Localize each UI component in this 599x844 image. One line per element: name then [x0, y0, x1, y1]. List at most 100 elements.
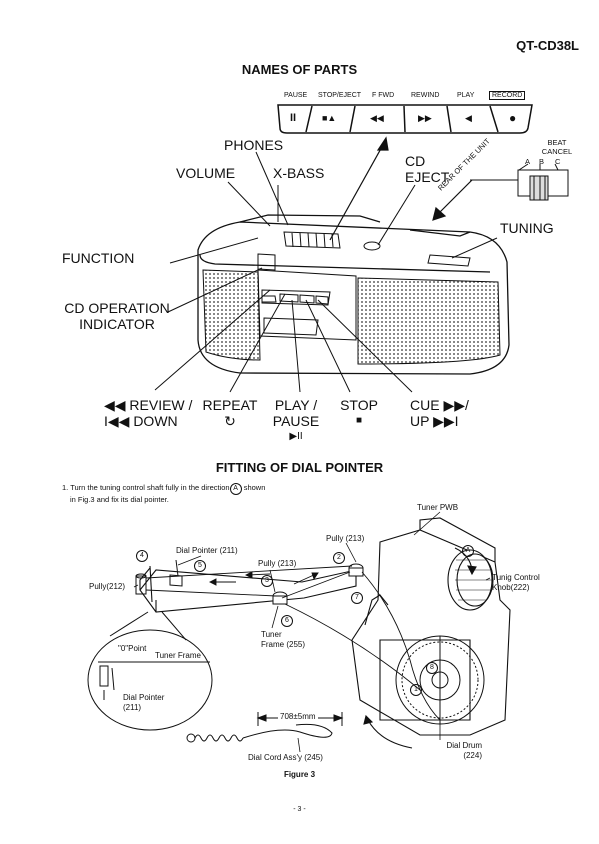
instruction-line1: 1. Turn the tuning control shaft fully i…	[62, 483, 230, 492]
ffwd-label: F FWD	[372, 92, 395, 99]
ffwd-icon: ◀◀	[370, 113, 384, 123]
stop-label: STOP ■	[334, 397, 384, 429]
play-pause-label: PLAY / PAUSE ▶II	[268, 397, 324, 445]
step-7-marker: 7	[351, 592, 363, 604]
rear-of-unit-arrow	[432, 179, 473, 221]
dial-pointer-inset-line1: Dial Pointer	[123, 693, 165, 702]
dial-drum	[395, 635, 485, 725]
cd-op-line2: INDICATOR	[79, 316, 155, 332]
knob-direction-arrow	[363, 547, 477, 749]
model-number: QT-CD38L	[516, 38, 579, 53]
stop-icon: ■	[355, 415, 363, 426]
stop-line1: STOP	[340, 397, 378, 413]
figure-leader-lines	[133, 511, 491, 753]
front-panel	[257, 253, 357, 341]
dial-pointer	[169, 559, 183, 587]
zero-point-inset	[87, 611, 213, 731]
step-1-marker: 1	[410, 684, 422, 696]
play-pause-icon: ▶II	[289, 431, 303, 442]
dial-pointer-211-label: Dial Pointer (211)	[176, 546, 238, 555]
tuning-knob-line2: Knob(222)	[492, 583, 530, 592]
cd-eject-line1: CD	[405, 153, 426, 169]
cd-operation-indicator-label: CD OPERATION INDICATOR	[58, 300, 176, 332]
section-title-names-of-parts: NAMES OF PARTS	[241, 62, 358, 77]
cue-line1: CUE ▶▶/	[410, 397, 469, 413]
instruction-shown: shown	[243, 483, 266, 492]
instruction-line2: in Fig.3 and fix its dial pointer.	[70, 495, 169, 504]
tuner-frame-line1: Tuner	[261, 630, 282, 639]
direction-a-marker: A	[229, 483, 242, 495]
step-8-marker: 8	[426, 662, 438, 674]
rewind-label: REWIND	[411, 92, 440, 99]
page-number: - 3 -	[293, 806, 306, 813]
tuner-frame-line2: Frame (255)	[261, 640, 306, 649]
button-strip	[277, 104, 533, 134]
review-line2: I◀◀ DOWN	[104, 413, 178, 429]
zero-point-label: "0"Point	[118, 644, 147, 653]
beat-c: C	[555, 157, 561, 166]
pully-212	[135, 573, 147, 595]
tuner-frame	[139, 565, 357, 613]
tuning-knob-label: Tunig Control Knob(222)	[492, 573, 540, 593]
play-icon: ◀	[465, 113, 472, 123]
tuning-label: TUNING	[500, 220, 554, 236]
dial-drum-line2: (224)	[463, 751, 482, 760]
cord-arrows	[208, 571, 319, 586]
play-line1: PLAY /	[274, 397, 318, 413]
tuner-frame-255-label: Tuner Frame (255)	[261, 630, 305, 650]
cd-eject-label: CD EJECT	[405, 153, 449, 185]
beat-line1: BEAT	[547, 138, 567, 147]
volume-label: VOLUME	[176, 165, 236, 181]
phones-label: PHONES	[224, 137, 284, 153]
repeat-icon: ↻	[224, 413, 236, 429]
dial-drum-line1: Dial Drum	[446, 741, 482, 750]
step-4-marker: 4	[136, 550, 148, 562]
left-speaker	[202, 269, 261, 361]
pause-label: PAUSE	[284, 92, 308, 99]
tuner-mechanism	[351, 517, 511, 736]
beat-a: A	[525, 157, 531, 166]
step-3-marker: 3	[261, 575, 273, 587]
step-2-marker: 2	[333, 552, 345, 564]
dial-drum-label: Dial Drum (224)	[436, 741, 482, 761]
dial-cord-assy-label: Dial Cord Ass'y (245)	[248, 753, 323, 762]
record-label: RECORD	[489, 91, 526, 100]
review-down-label: ◀◀ REVIEW / I◀◀ DOWN	[104, 397, 192, 429]
xbass-label: X-BASS	[273, 165, 325, 181]
play-line2: PAUSE	[272, 413, 320, 429]
figure-caption: Figure 3	[283, 770, 316, 779]
leader-lines	[154, 151, 498, 393]
tuner-frame-inset-label: Tuner Frame	[155, 651, 201, 660]
pully-213-top-label: Pully (213)	[326, 534, 365, 543]
step-5-marker: 5	[194, 560, 206, 572]
dial-pointer-inset-label: Dial Pointer (211)	[123, 693, 164, 713]
direction-a-figure-marker: A	[462, 545, 474, 557]
tuner-pwb-label: Tuner PWB	[417, 503, 459, 512]
cd-lid	[283, 231, 471, 267]
boombox-body	[197, 214, 510, 375]
beat-cancel-switch	[470, 163, 569, 201]
step-6-marker: 6	[281, 615, 293, 627]
beat-b: B	[539, 157, 545, 166]
stop-eject-label: STOP/EJECT	[318, 92, 362, 99]
section-title-dial-pointer: FITTING OF DIAL POINTER	[215, 460, 384, 475]
pully-212-label: Pully(212)	[89, 582, 126, 591]
repeat-line1: REPEAT	[202, 397, 258, 413]
tuning-knob-line1: Tunig Control	[492, 573, 540, 582]
rewind-icon: ▶▶	[418, 113, 432, 123]
review-line1: ◀◀ REVIEW /	[104, 397, 193, 413]
dial-cord-assembly	[186, 712, 344, 743]
cue-line2: UP ▶▶I	[410, 413, 459, 429]
beat-label: BEAT CANCEL	[537, 138, 577, 156]
play-label: PLAY	[457, 92, 475, 99]
cd-eject-line2: EJECT	[405, 169, 450, 185]
right-speaker	[357, 277, 501, 365]
stop-eject-icon: ■▲	[322, 113, 337, 123]
strip-arrow	[329, 136, 389, 241]
pause-icon: II	[290, 112, 297, 124]
beat-line2: CANCEL	[541, 147, 573, 156]
cord-length-label: 708±5mm	[278, 712, 318, 722]
instruction-text: 1. Turn the tuning control shaft fully i…	[62, 483, 322, 505]
cd-op-line1: CD OPERATION	[64, 300, 170, 316]
function-label: FUNCTION	[62, 250, 135, 266]
